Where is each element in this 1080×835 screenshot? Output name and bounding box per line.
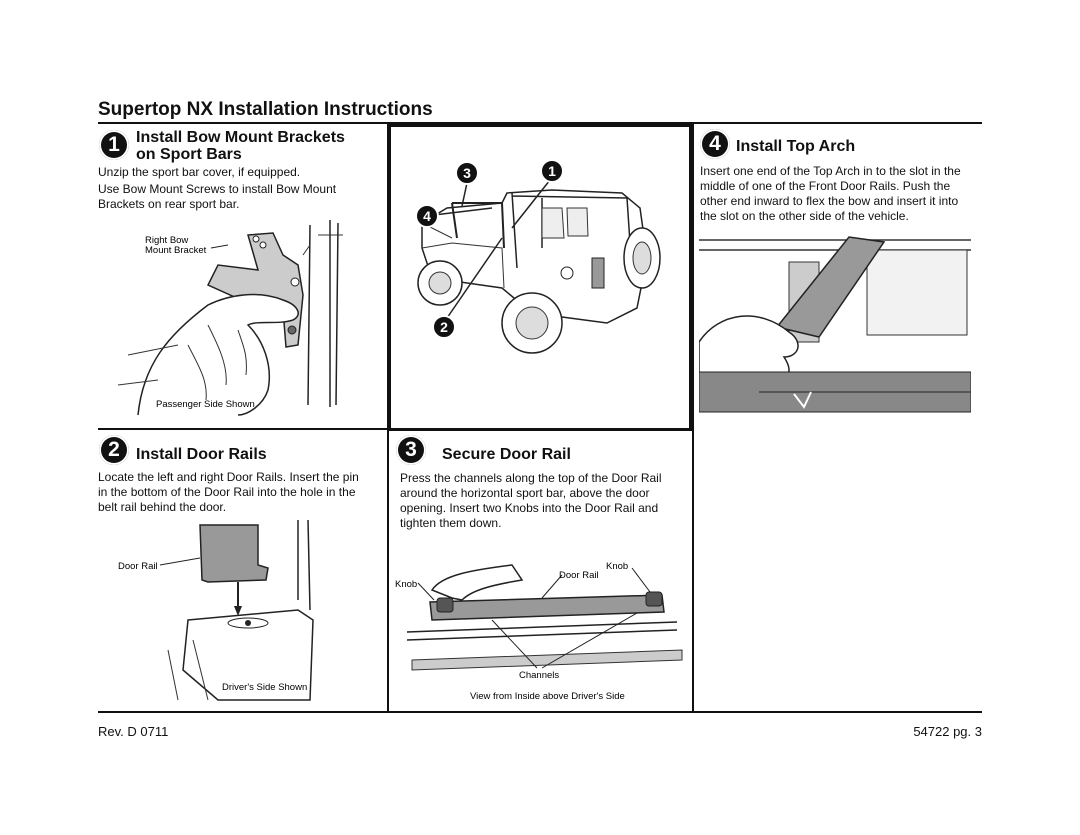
vehicle-illustration: 3 1 4 2	[415, 159, 661, 354]
vehicle-frame	[388, 124, 692, 431]
step-4-line-3: other end inward to flex the bow and ins…	[700, 194, 959, 208]
step-3-line-4: tighten them down.	[400, 516, 502, 530]
callout-1-label: 1	[548, 163, 556, 179]
bracket-illustration: Right Bow Mount Bracket Passenger Side S…	[117, 220, 343, 416]
step-2-badge: 2	[99, 435, 129, 465]
step-1-line-3: Brackets on rear sport bar.	[98, 197, 240, 211]
callout-2-label: 2	[440, 319, 448, 335]
step-1-heading-line-1: Install Bow Mount Brackets	[136, 129, 345, 146]
label-right-bow-1: Right Bow	[145, 235, 188, 246]
callout-3-label: 3	[463, 165, 471, 181]
step-4-line-4: the slot on the other side of the vehicl…	[700, 209, 909, 223]
step-1-text: Unzip the sport bar cover, if equipped. …	[98, 165, 336, 212]
step-3-badge: 3	[396, 435, 426, 465]
label-knob-right: Knob	[606, 561, 628, 572]
callout-4-label: 4	[423, 208, 431, 224]
callout-4-icon	[415, 204, 439, 228]
page-number: 54722 pg. 3	[913, 724, 982, 739]
step-4-badge: 4	[700, 129, 730, 159]
top-arch-illustration	[699, 236, 971, 413]
step-4-line-2: middle of one of the Front Door Rails. P…	[700, 179, 951, 193]
step-2-heading: Install Door Rails	[136, 446, 267, 463]
step-3-caption: View from Inside above Driver's Side	[470, 691, 625, 702]
door-rail-illustration: Door Rail Driver's Side Shown	[118, 520, 314, 701]
title-rule	[98, 122, 982, 124]
step-2-line-1: Locate the left and right Door Rails. In…	[98, 470, 359, 484]
label-knob-left: Knob	[395, 579, 417, 590]
step-1-heading-line-2: on Sport Bars	[136, 146, 242, 163]
step-4-line-1: Insert one end of the Top Arch in to the…	[700, 164, 961, 178]
secure-rail-illustration: Knob Door Rail Knob Channels View from I…	[395, 561, 683, 702]
step-1-caption: Passenger Side Shown	[156, 399, 255, 410]
step-1-heading: Install Bow Mount Brackets on Sport Bars	[136, 129, 345, 163]
callout-2-icon	[432, 315, 456, 339]
step-4-text: Insert one end of the Top Arch in to the…	[700, 164, 961, 224]
callout-1-icon	[540, 159, 564, 183]
step-1-badge: 1	[99, 130, 129, 160]
step-2-line-2: in the bottom of the Door Rail into the …	[98, 485, 356, 499]
step-1-line-2: Use Bow Mount Screws to install Bow Moun…	[98, 182, 337, 196]
step-3-line-2: around the horizontal sport bar, above t…	[400, 486, 650, 500]
grid-divider-right	[692, 124, 694, 712]
page-title: Supertop NX Installation Instructions	[98, 99, 433, 120]
label-right-bow-2: Mount Bracket	[145, 245, 207, 256]
step-4-heading: Install Top Arch	[736, 138, 856, 155]
step-2-text: Locate the left and right Door Rails. In…	[98, 470, 359, 515]
callout-3-icon	[455, 161, 479, 185]
step-3-text: Press the channels along the top of the …	[400, 471, 662, 531]
step-2-caption: Driver's Side Shown	[222, 682, 307, 693]
step-2-line-3: belt rail behind the door.	[98, 500, 227, 514]
label-door-rail-step3: Door Rail	[559, 570, 599, 581]
step-1-line-1: Unzip the sport bar cover, if equipped.	[98, 165, 301, 179]
label-channels: Channels	[519, 670, 559, 681]
step-3-line-3: opening. Insert two Knobs into the Door …	[400, 501, 659, 515]
revision-label: Rev. D 0711	[98, 724, 169, 739]
step-3-line-1: Press the channels along the top of the …	[400, 471, 662, 485]
bottom-rule	[98, 711, 982, 713]
label-door-rail: Door Rail	[118, 561, 158, 572]
grid-divider-row-left	[98, 428, 388, 430]
step-3-heading: Secure Door Rail	[442, 446, 571, 463]
